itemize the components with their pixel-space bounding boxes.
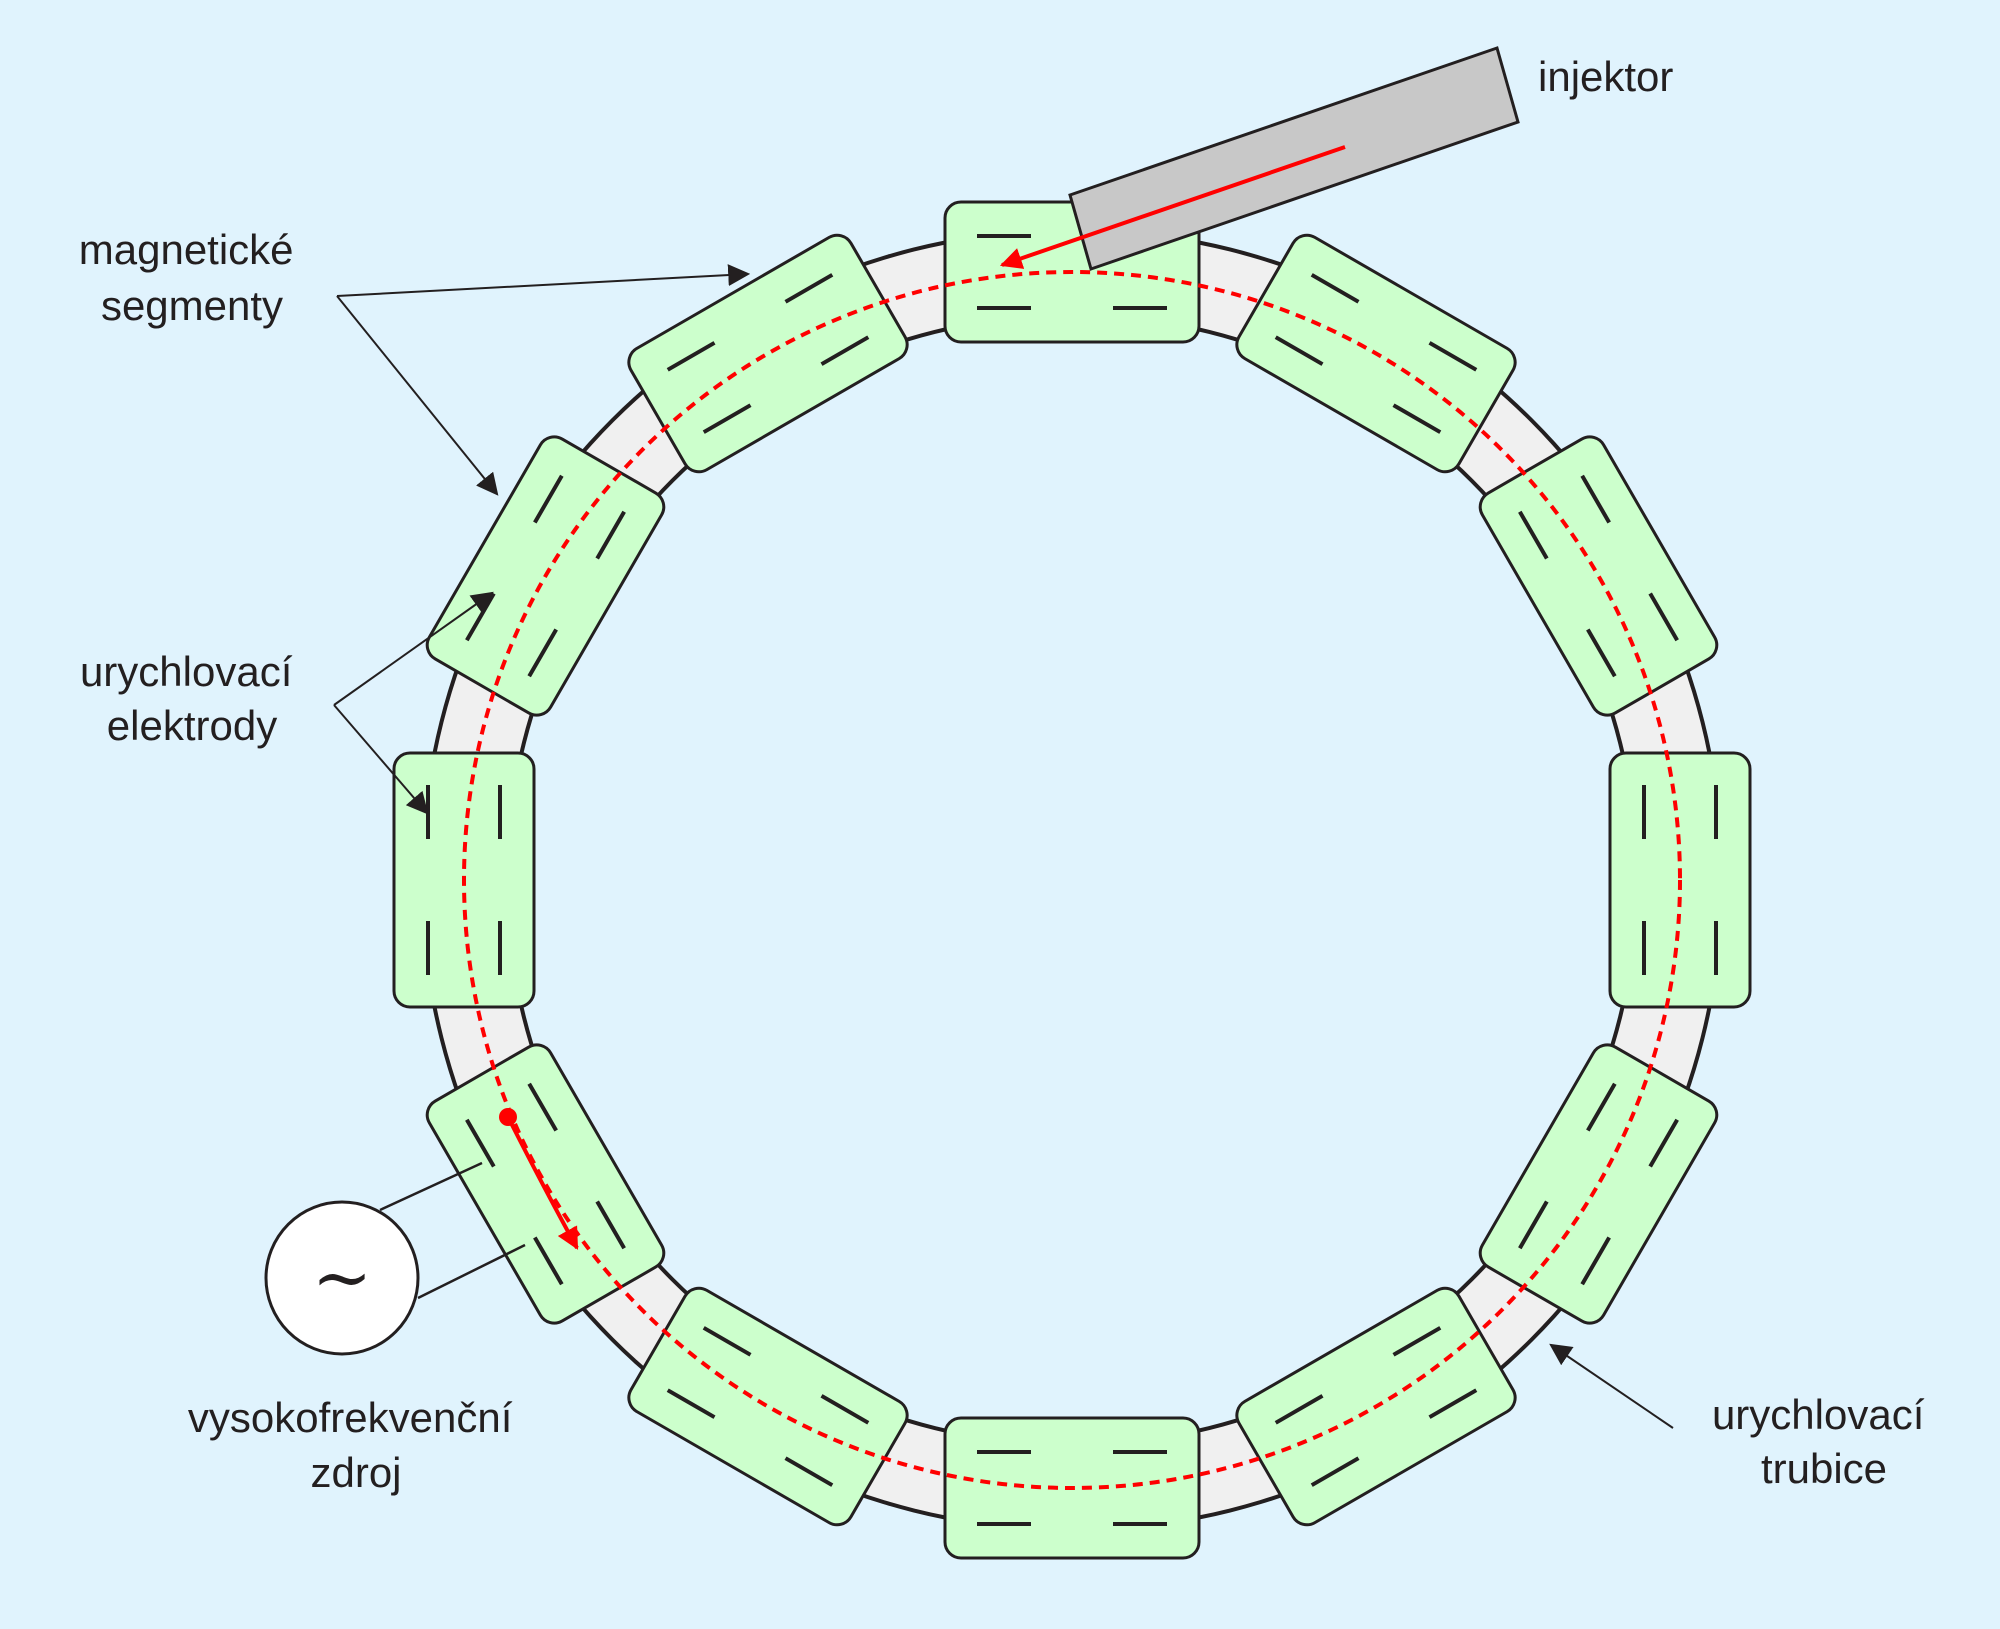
beam-orbit bbox=[462, 270, 1682, 1490]
magnetic-segment bbox=[425, 1043, 666, 1325]
electrode bbox=[1274, 335, 1324, 366]
label-electrodes-line2: elektrody bbox=[107, 702, 277, 749]
electrode bbox=[1428, 1388, 1478, 1419]
electrode bbox=[1586, 628, 1617, 678]
label-hf-line1: vysokofrekvenční bbox=[188, 1394, 513, 1441]
electrode bbox=[1580, 1236, 1611, 1286]
electrode bbox=[666, 341, 716, 372]
electrode bbox=[533, 1236, 564, 1286]
label-magnetic-segments: magnetické segmenty bbox=[79, 226, 305, 329]
electrode bbox=[702, 1326, 752, 1357]
electrode bbox=[1586, 1082, 1617, 1132]
ac-symbol: ~ bbox=[312, 1235, 372, 1319]
electrode bbox=[1392, 1326, 1442, 1357]
electrode bbox=[1580, 474, 1611, 524]
accelerating-tube bbox=[420, 228, 1724, 1532]
electrode bbox=[1428, 341, 1478, 372]
label-tube-line1: urychlovací bbox=[1712, 1391, 1925, 1438]
label-injector: injektor bbox=[1538, 53, 1673, 100]
electrode bbox=[527, 628, 558, 678]
electrode bbox=[1518, 510, 1549, 560]
magnetic-segment bbox=[1478, 1043, 1719, 1325]
label-tube-line2: trubice bbox=[1761, 1445, 1887, 1492]
electrode bbox=[1310, 1456, 1360, 1487]
label-hf-line2: zdroj bbox=[310, 1449, 401, 1496]
leader-magnetic-2 bbox=[336, 295, 499, 496]
electrode bbox=[533, 474, 564, 524]
label-tube: urychlovací trubice bbox=[1712, 1391, 1936, 1492]
electrode bbox=[595, 510, 626, 560]
electrode bbox=[784, 273, 834, 304]
electrode bbox=[1648, 592, 1679, 642]
magnetic-segment bbox=[1478, 435, 1719, 717]
leader-electrodes-2 bbox=[333, 704, 429, 815]
electrode bbox=[465, 1118, 496, 1168]
electrode bbox=[527, 1082, 558, 1132]
label-electrodes: urychlovací elektrody bbox=[80, 648, 304, 749]
label-electrodes-line1: urychlovací bbox=[80, 648, 293, 695]
leader-electrodes-1 bbox=[333, 591, 494, 706]
electrode bbox=[666, 1388, 716, 1419]
electrode bbox=[1518, 1200, 1549, 1250]
electrode bbox=[1392, 403, 1442, 434]
annotation-lines bbox=[333, 264, 1674, 1429]
ac-source-circle bbox=[264, 1200, 420, 1356]
particle bbox=[499, 1108, 579, 1250]
magnetic-segment bbox=[627, 1286, 909, 1527]
label-hf-source: vysokofrekvenční zdroj bbox=[188, 1394, 524, 1496]
magnetic-segment bbox=[627, 233, 909, 474]
leader-magnetic-1 bbox=[336, 264, 751, 297]
electrode bbox=[1274, 1394, 1324, 1425]
label-magnetic-line1: magnetické bbox=[79, 226, 294, 273]
leader-tube bbox=[1549, 1343, 1674, 1429]
injected-beam bbox=[999, 145, 1346, 269]
electrode bbox=[595, 1200, 626, 1250]
label-magnetic-line2: segmenty bbox=[101, 282, 283, 329]
electrode bbox=[784, 1456, 834, 1487]
electrode bbox=[1648, 1118, 1679, 1168]
hf-source: ~ bbox=[264, 1161, 526, 1356]
electrode bbox=[702, 403, 752, 434]
electrode bbox=[820, 335, 870, 366]
electrode bbox=[820, 1394, 870, 1425]
injector bbox=[999, 46, 1520, 271]
electrode bbox=[1310, 273, 1360, 304]
